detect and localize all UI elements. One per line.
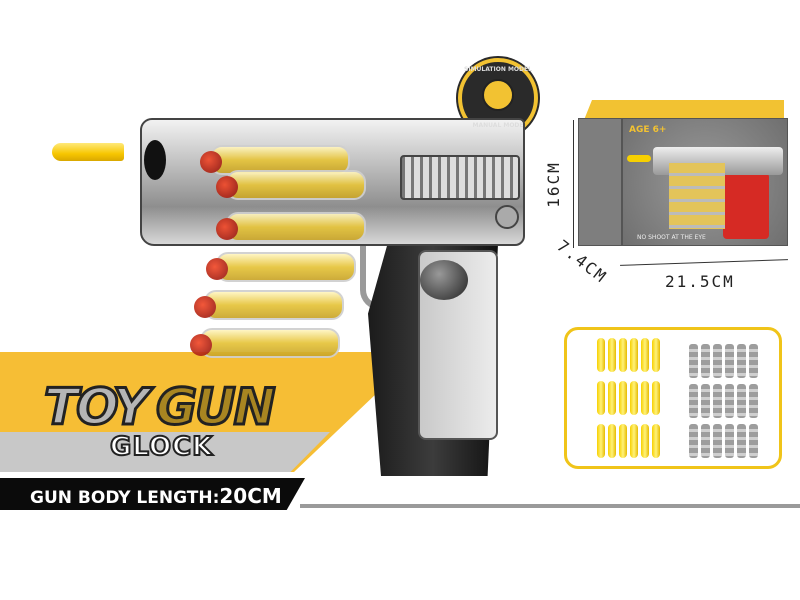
box-gun-cylinder (669, 163, 725, 229)
foam-dart (630, 338, 638, 372)
width-dimension-line (620, 259, 788, 266)
foam-dart (641, 381, 649, 415)
shell (194, 290, 344, 320)
shell-casing (713, 384, 722, 418)
foam-dart (619, 338, 627, 372)
gray-banner-strip (0, 432, 330, 472)
foam-dart (641, 424, 649, 458)
shell-casing (713, 424, 722, 458)
box-gun-grip (723, 173, 769, 239)
height-dimension: 16CM (543, 161, 563, 208)
manual-mode-badge: SIMULATION MODEL MANUAL MODE (458, 58, 538, 138)
foam-dart (619, 424, 627, 458)
foam-dart (652, 381, 660, 415)
shell-casing (689, 384, 698, 418)
hand-icon (482, 79, 514, 111)
shell-tip (216, 176, 238, 198)
length-label: GUN BODY LENGTH: (30, 488, 220, 508)
foam-dart (630, 381, 638, 415)
shell-casing (689, 424, 698, 458)
box-warning: NO SHOOT AT THE EYE (637, 234, 706, 241)
box-top (584, 100, 784, 120)
age-label: AGE 6+ (629, 125, 667, 135)
foam-dart (52, 143, 124, 161)
logo-toy: TOY (42, 377, 150, 438)
shell-tip (216, 218, 238, 240)
logo-gun: GUN (155, 377, 277, 438)
foam-dart (597, 381, 605, 415)
shell-casing (737, 344, 746, 378)
box-side (578, 118, 622, 246)
shell-casing (749, 424, 758, 458)
badge-top-text: SIMULATION MODEL (464, 66, 532, 73)
shell-casing (689, 344, 698, 378)
box-dart (627, 155, 651, 162)
length-value: 20CM (219, 484, 282, 508)
height-dimension-line (573, 120, 574, 248)
shell-casing (701, 344, 710, 378)
foam-dart (652, 424, 660, 458)
badge-bottom-text: MANUAL MODE (472, 122, 524, 129)
shell-casing (737, 424, 746, 458)
gun-body-length-label: GUN BODY LENGTH:20CM (0, 478, 305, 510)
shell (216, 212, 366, 242)
shell-casing (725, 384, 734, 418)
product-box: AGE 6+ NO SHOOT AT THE EYE (578, 100, 788, 248)
shell (190, 328, 340, 358)
shell-casing (713, 344, 722, 378)
slide-serrations (400, 155, 520, 200)
shell-casing (749, 344, 758, 378)
foam-dart (608, 424, 616, 458)
shell-casing (737, 384, 746, 418)
gun-muzzle (144, 140, 166, 180)
width-dimension: 21.5CM (665, 272, 735, 291)
foam-dart (652, 338, 660, 372)
foam-dart (619, 381, 627, 415)
shell-cylinder (190, 140, 366, 365)
logo-glock: GLOCK (109, 431, 214, 463)
foam-dart (608, 338, 616, 372)
shell (216, 170, 366, 200)
shell-casing (749, 384, 758, 418)
slide-lock (495, 205, 519, 229)
foam-dart (630, 424, 638, 458)
divider-line (300, 504, 800, 508)
shell-casing (701, 384, 710, 418)
shell (206, 252, 356, 282)
foam-dart (597, 424, 605, 458)
accessories-panel (564, 327, 782, 469)
foam-dart (597, 338, 605, 372)
shell-tip (194, 296, 216, 318)
shell-casing (701, 424, 710, 458)
shell-tip (200, 151, 222, 173)
toy-gun-glock-logo: TOY GUN GLOCK (28, 372, 276, 472)
shell-casing (725, 424, 734, 458)
shell-tip (190, 334, 212, 356)
shell-casing (725, 344, 734, 378)
shell-tip (206, 258, 228, 280)
foam-dart (641, 338, 649, 372)
release-button (420, 260, 468, 300)
foam-dart (608, 381, 616, 415)
box-front: AGE 6+ NO SHOOT AT THE EYE (622, 118, 788, 246)
